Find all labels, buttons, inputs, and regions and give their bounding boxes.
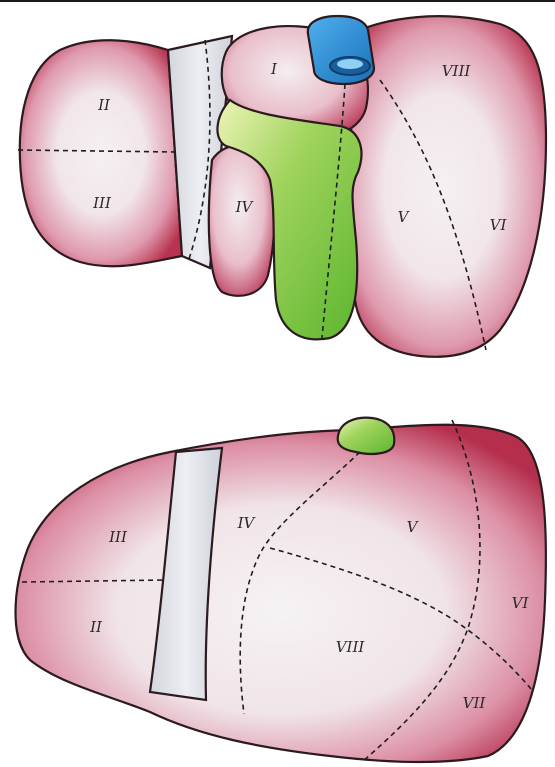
- bottom-liver-view: III II IV V VI VIII VII: [16, 418, 546, 762]
- top-label-seg-I: I: [270, 60, 278, 78]
- top-label-seg-VIII: VIII: [442, 62, 472, 80]
- top-label-seg-IV: IV: [235, 198, 255, 216]
- top-label-seg-VI: VI: [490, 216, 508, 234]
- top-label-seg-III: III: [92, 194, 112, 212]
- top-vena-cava: [308, 16, 374, 84]
- bottom-label-seg-VI: VI: [512, 594, 530, 612]
- bottom-label-seg-VIII: VIII: [336, 638, 366, 656]
- bottom-label-seg-VII: VII: [463, 694, 487, 712]
- bottom-label-seg-II: II: [89, 618, 103, 636]
- top-label-seg-II: II: [97, 96, 111, 114]
- top-liver-view: II III IV I VIII V VI: [18, 16, 546, 357]
- bottom-label-seg-III: III: [108, 528, 128, 546]
- bottom-label-seg-IV: IV: [237, 514, 257, 532]
- bottom-gallbladder: [338, 418, 395, 454]
- top-left-lobe: [20, 40, 182, 266]
